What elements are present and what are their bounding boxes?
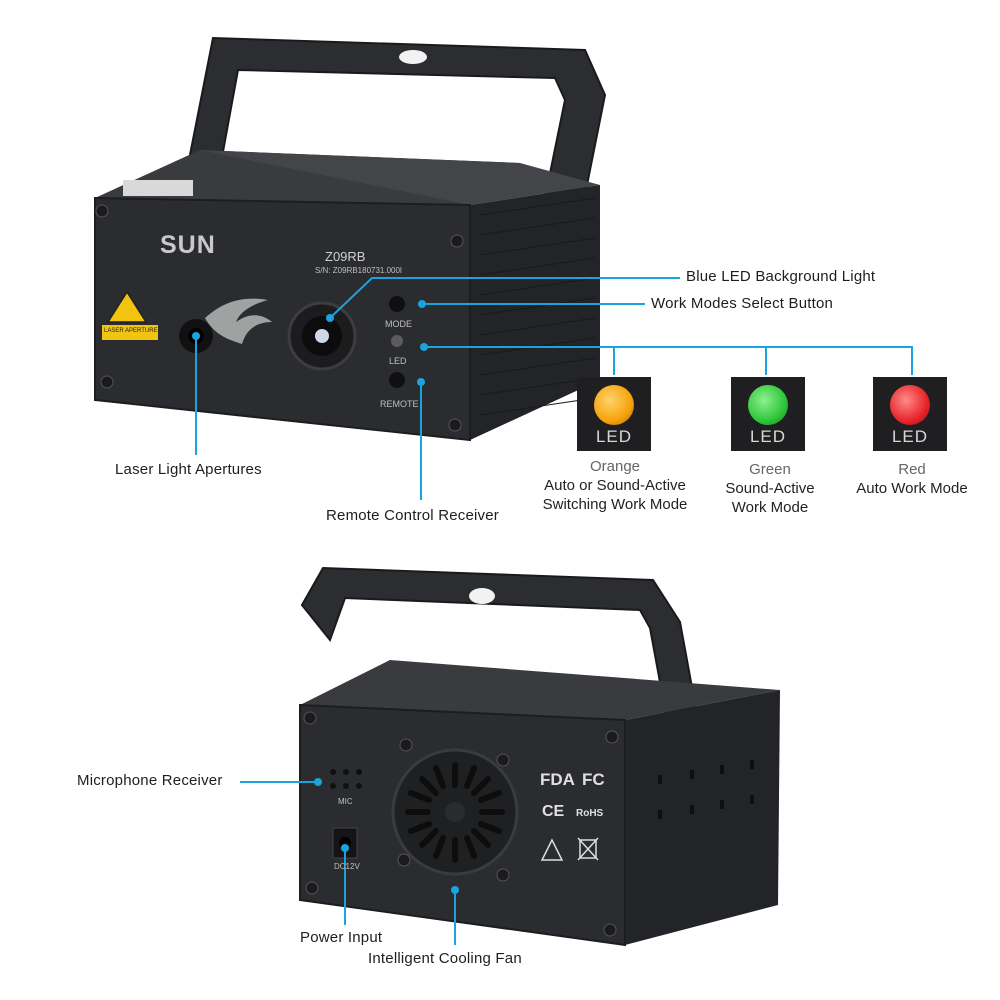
led-mode-line2: Work Mode (731, 499, 809, 516)
brand-logo: SUN (160, 231, 216, 259)
led-red-icon (890, 385, 930, 425)
led-caption-green: Green Sound-Active Work Mode (700, 460, 840, 517)
front-device (94, 36, 913, 500)
led-label: LED (389, 356, 407, 366)
led-orange-icon (594, 385, 634, 425)
led-mode-line2: Switching Work Mode (542, 496, 688, 513)
fc-mark: FC (582, 770, 605, 789)
mode-label: MODE (385, 319, 412, 329)
callout-cooling-fan: Intelligent Cooling Fan (368, 950, 522, 967)
fda-mark: FDA (540, 770, 575, 789)
laser-warning-label: LASER APERTURE (104, 328, 158, 334)
mic-label: MIC (338, 797, 353, 806)
dc-label: DC12V (334, 862, 360, 871)
model-number: Z09RB (325, 249, 366, 264)
callout-laser-apertures: Laser Light Apertures (115, 461, 262, 478)
callout-power-input: Power Input (300, 929, 383, 946)
led-box-label: LED (595, 427, 633, 446)
led-box-label: LED (891, 427, 929, 446)
led-box-label: LED (749, 427, 787, 446)
led-indicator-red: LED (873, 377, 947, 451)
led-mode-line1: Auto Work Mode (856, 480, 968, 497)
led-color-name: Orange (589, 458, 641, 475)
led-green-icon (748, 385, 788, 425)
callout-work-modes: Work Modes Select Button (651, 295, 834, 312)
led-indicator-orange: LED (577, 377, 651, 451)
led-color-name: Green (749, 461, 791, 478)
led-mode-line1: Sound-Active (725, 480, 815, 497)
remote-label: REMOTE (380, 399, 419, 409)
led-mode-line1: Auto or Sound-Active (544, 477, 686, 494)
callout-remote-receiver: Remote Control Receiver (326, 507, 499, 524)
ce-mark: CE (542, 803, 565, 820)
back-device (240, 566, 780, 947)
serial-number: S/N: Z09RB180731.000l (315, 266, 402, 275)
led-indicator-green: LED (731, 377, 805, 451)
led-color-name: Red (898, 461, 926, 478)
led-caption-orange: Orange Auto or Sound-Active Switching Wo… (520, 457, 710, 514)
callout-microphone: Microphone Receiver (77, 772, 223, 789)
led-caption-red: Red Auto Work Mode (842, 460, 982, 498)
rohs-mark: RoHS (576, 808, 604, 819)
callout-blue-led: Blue LED Background Light (686, 268, 876, 285)
